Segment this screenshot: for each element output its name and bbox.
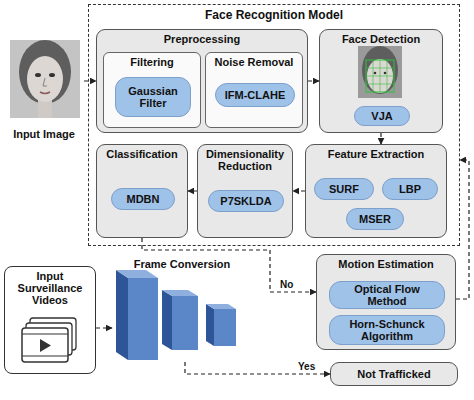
method-pill: MSER bbox=[346, 208, 404, 230]
box-title: Preprocessing bbox=[164, 30, 240, 45]
block-front bbox=[172, 296, 198, 350]
node-label: VJA bbox=[371, 110, 392, 122]
node-label: Horn-Schunck Algorithm bbox=[336, 318, 438, 342]
video-source-box: Input Surveillance Videos bbox=[4, 266, 96, 374]
photo-background bbox=[358, 46, 402, 98]
process-box: Motion EstimationOptical Flow MethodHorn… bbox=[316, 254, 456, 350]
hair bbox=[19, 40, 71, 104]
node-label: P7SKLDA bbox=[220, 195, 271, 207]
node-label: MSER bbox=[359, 213, 391, 225]
method-pill: IFM-CLAHE bbox=[215, 83, 295, 107]
input-face-image bbox=[10, 40, 80, 118]
eye bbox=[384, 72, 387, 75]
dashed-arrow bbox=[456, 160, 469, 299]
eye bbox=[49, 73, 55, 77]
photo-background bbox=[10, 40, 80, 118]
frame-stack bbox=[116, 270, 236, 360]
detection-box bbox=[366, 60, 394, 92]
block-top bbox=[116, 270, 158, 278]
edge-label: No bbox=[280, 279, 293, 291]
dashed-arrow bbox=[308, 80, 319, 81]
method-pill: SURF bbox=[314, 178, 374, 200]
video-frame bbox=[26, 323, 72, 355]
box-title: Frame Conversion bbox=[134, 255, 231, 270]
sub-process-box: Noise RemovalIFM-CLAHE bbox=[205, 52, 303, 128]
box-title: Noise Removal bbox=[215, 53, 294, 68]
edge-label: Yes bbox=[298, 361, 315, 373]
block-side bbox=[206, 304, 214, 346]
dashed-arrow bbox=[142, 238, 316, 292]
node-label: IFM-CLAHE bbox=[225, 89, 286, 101]
node-label: Optical Flow Method bbox=[336, 283, 438, 307]
neck bbox=[38, 98, 52, 118]
film-strip bbox=[22, 334, 68, 356]
dashed-group-box: Face Recognition ModelPreprocessingFilte… bbox=[88, 4, 460, 246]
image-node: Input Image bbox=[4, 36, 84, 140]
hair bbox=[362, 46, 398, 94]
node-label: MDBN bbox=[127, 193, 160, 205]
box-title: Classification bbox=[106, 145, 178, 160]
video-icon bbox=[22, 318, 76, 362]
process-box: Face DetectionVJA bbox=[319, 29, 443, 133]
dashed-arrow bbox=[380, 133, 381, 144]
node-label: LBP bbox=[399, 183, 421, 195]
face bbox=[27, 56, 63, 102]
method-pill: P7SKLDA bbox=[208, 190, 284, 212]
box-title: Input Surveillance Videos bbox=[5, 267, 95, 306]
sub-process-box: FilteringGaussian Filter bbox=[103, 52, 201, 128]
process-box: ClassificationMDBN bbox=[96, 144, 188, 238]
dashed-arrow bbox=[96, 327, 112, 328]
dashed-arrow bbox=[84, 80, 96, 81]
process-box: Not Trafficked bbox=[330, 362, 458, 386]
detection-grid bbox=[366, 60, 394, 92]
nose bbox=[43, 78, 47, 86]
play-symbol bbox=[40, 339, 51, 352]
box-title: Feature Extraction bbox=[328, 145, 425, 160]
process-box: Dimensionality ReductionP7SKLDA bbox=[197, 144, 293, 238]
box-title: Face Recognition Model bbox=[205, 5, 343, 22]
mouth bbox=[40, 92, 50, 94]
method-pill: VJA bbox=[354, 106, 410, 126]
block-front bbox=[214, 309, 236, 346]
method-pill: LBP bbox=[382, 178, 438, 200]
node-label: Input Image bbox=[13, 128, 75, 140]
face bbox=[367, 59, 393, 93]
video-frame bbox=[22, 328, 68, 362]
eye bbox=[374, 72, 377, 75]
block-top bbox=[162, 290, 198, 296]
box-title: Dimensionality Reduction bbox=[198, 145, 292, 172]
dashed-arrow bbox=[185, 362, 330, 374]
block-top bbox=[206, 304, 236, 309]
eye bbox=[35, 73, 41, 77]
block-side bbox=[162, 290, 172, 350]
process-box: PreprocessingFilteringGaussian FilterNoi… bbox=[96, 29, 308, 133]
detected-face-image bbox=[358, 46, 402, 98]
block-side bbox=[116, 270, 128, 360]
process-box: Feature ExtractionSURF LBP MSER bbox=[305, 144, 447, 238]
node-label: SURF bbox=[329, 183, 359, 195]
video-frame bbox=[30, 318, 76, 350]
box-title: Motion Estimation bbox=[338, 255, 433, 270]
method-pill: MDBN bbox=[111, 188, 175, 210]
box-title: Filtering bbox=[130, 53, 173, 68]
box-title: Face Detection bbox=[342, 30, 420, 45]
block-front bbox=[128, 278, 158, 360]
dashed-arrow bbox=[188, 190, 197, 191]
method-pill: Optical Flow Method bbox=[329, 281, 445, 309]
method-pill: Gaussian Filter bbox=[115, 77, 191, 117]
method-pill: Horn-Schunck Algorithm bbox=[329, 315, 445, 345]
node-label: Gaussian Filter bbox=[122, 85, 184, 109]
image-node: Frame Conversion bbox=[112, 255, 252, 362]
node-label: Not Trafficked bbox=[357, 368, 430, 380]
dashed-arrow bbox=[293, 190, 305, 191]
